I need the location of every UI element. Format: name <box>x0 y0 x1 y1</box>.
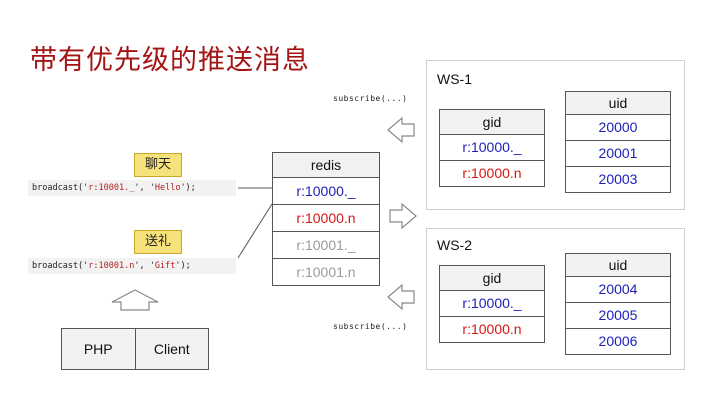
ws2-panel: WS-2 gid r:10000._ r:10000.n uid 20004 2… <box>426 228 685 370</box>
code-text: broadcast(' <box>32 183 89 193</box>
ws1-uid-row: 20003 <box>598 171 638 187</box>
redis-row: r:10000._ <box>273 178 379 205</box>
ws1-gid-row: r:10000._ <box>440 135 544 161</box>
ws1-uid-row: 20000 <box>566 115 670 141</box>
code-text: '); <box>175 261 191 271</box>
ws1-label: WS-1 <box>437 71 472 87</box>
code-line-chat: broadcast('r:10001._', 'Hello'); <box>28 180 236 196</box>
redis-header: redis <box>273 153 379 178</box>
up-arrow-icon <box>111 289 159 311</box>
ws2-gid-header: gid <box>440 266 544 291</box>
ws2-gid-row: r:10000.n <box>462 321 522 337</box>
connector-line-gift <box>237 203 273 259</box>
redis-table: redis r:10000._ r:10000.n r:10001._ r:10… <box>272 152 380 286</box>
ws2-uid-row: 20005 <box>566 303 670 329</box>
redis-row: r:10000.n <box>273 205 379 232</box>
source-box: PHP Client <box>61 328 209 370</box>
ws2-gid-row: r:10000._ <box>440 291 544 317</box>
source-php: PHP <box>62 329 136 369</box>
ws2-uid-row: 20004 <box>566 277 670 303</box>
ws2-uid-table: uid 20004 20005 20006 <box>565 253 671 355</box>
code-message: Hello <box>154 183 181 193</box>
redis-row: r:10001.n <box>296 264 356 280</box>
ws1-gid-row: r:10000.n <box>462 165 522 181</box>
ws2-uid-header: uid <box>566 254 670 277</box>
code-channel: r:10001.n <box>88 261 135 271</box>
ws2-gid-table: gid r:10000._ r:10000.n <box>439 265 545 343</box>
right-arrow-icon <box>389 202 417 230</box>
tag-chat: 聊天 <box>134 153 182 177</box>
left-arrow-icon-ws1 <box>387 116 415 144</box>
redis-row: r:10001._ <box>273 232 379 259</box>
source-client: Client <box>153 341 190 357</box>
ws2-label: WS-2 <box>437 237 472 253</box>
ws1-uid-header: uid <box>566 92 670 115</box>
tag-gift: 送礼 <box>134 230 182 254</box>
code-channel: r:10001._ <box>88 183 135 193</box>
code-text: '); <box>180 183 196 193</box>
page-title: 带有优先级的推送消息 <box>30 45 310 76</box>
subscribe-label-ws1: subscribe(...) <box>333 94 408 103</box>
left-arrow-icon-ws2 <box>387 283 415 311</box>
code-text: ', ' <box>134 183 155 193</box>
ws1-uid-row: 20001 <box>566 141 670 167</box>
code-text: broadcast(' <box>32 261 89 271</box>
code-message: Gift <box>154 261 176 271</box>
ws1-gid-table: gid r:10000._ r:10000.n <box>439 109 545 187</box>
code-line-gift: broadcast('r:10001.n', 'Gift'); <box>28 258 236 274</box>
ws1-gid-header: gid <box>440 110 544 135</box>
ws1-panel: WS-1 gid r:10000._ r:10000.n uid 20000 2… <box>426 60 685 210</box>
ws2-uid-row: 20006 <box>598 333 638 349</box>
subscribe-label-ws2: subscribe(...) <box>333 322 408 331</box>
code-text: ', ' <box>134 261 155 271</box>
ws1-uid-table: uid 20000 20001 20003 <box>565 91 671 193</box>
